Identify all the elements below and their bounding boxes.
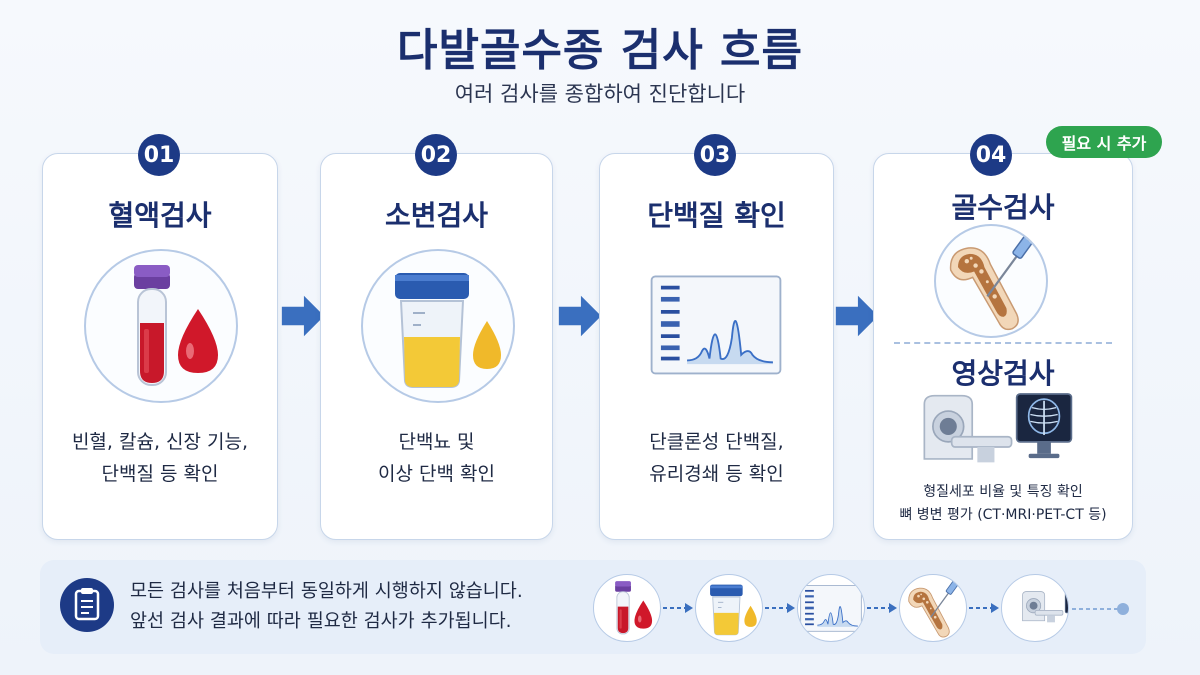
divider [894, 342, 1112, 344]
flow-end-marker-icon [1072, 603, 1129, 615]
step-description: 형질세포 비율 및 특징 확인 뼈 병변 평가 (CT·MRI·PET-CT 등… [899, 484, 1107, 523]
step-number: 02 [415, 134, 457, 176]
step-number: 04 [970, 134, 1012, 176]
step-number: 01 [138, 134, 180, 176]
flow-urine-cup-icon [695, 574, 763, 642]
optional-badge: 필요 시 추가 [1046, 126, 1162, 158]
dashed-arrow-icon [765, 603, 795, 613]
flow-blood-tube-icon [593, 574, 661, 642]
dashed-arrow-icon [969, 603, 999, 613]
dashed-arrow-icon [867, 603, 897, 613]
urine-cup-icon [361, 249, 515, 403]
step-title: 소변검사 [384, 199, 489, 232]
flow-bone-marrow-biopsy-icon [899, 574, 967, 642]
step-title: 골수검사 [951, 191, 1055, 224]
mri-scanner-icon [908, 392, 1098, 478]
step-description: 단백뇨 및 이상 단백 확인 [378, 431, 495, 485]
step-title: 혈액검사 [108, 199, 212, 232]
step-description: 단클론성 단백질, 유리경쇄 등 확인 [649, 431, 784, 485]
flow-electrophoresis-chart-icon [797, 574, 865, 642]
step-card-blood-test: 혈액검사 빈혈, 칼슘, 신장 기능, 단백질 등 확인 [42, 153, 278, 540]
bone-marrow-biopsy-icon [934, 224, 1048, 338]
electrophoresis-chart-icon [636, 254, 796, 394]
page-title: 다발골수종 검사 흐름 [397, 25, 803, 76]
arrow-right-icon [557, 293, 603, 339]
step-card-marrow-imaging: 골수검사 영상검사 형질세포 비율 및 특징 확인 뼈 병변 평가 (CT·MR… [873, 153, 1133, 540]
step-title-secondary: 영상검사 [951, 357, 1055, 390]
step-card-urine-test: 소변검사 단백뇨 및 이상 단백 확인 [320, 153, 553, 540]
step-number: 03 [694, 134, 736, 176]
step-title: 단백질 확인 [647, 199, 786, 232]
dashed-arrow-icon [663, 603, 693, 613]
step-card-protein-test: 단백질 확인 단클론성 단백질, 유리경쇄 등 확인 [599, 153, 834, 540]
note-text: 모든 검사를 처음부터 동일하게 시행하지 않습니다. 앞선 검사 결과에 따라… [130, 581, 523, 632]
clipboard-icon [60, 578, 114, 632]
flow-mri-scanner-icon [1001, 574, 1069, 642]
blood-tube-icon [84, 249, 238, 403]
page-subtitle: 여러 검사를 종합하여 진단합니다 [454, 82, 746, 106]
step-description: 빈혈, 칼슘, 신장 기능, 단백질 등 확인 [71, 431, 249, 485]
